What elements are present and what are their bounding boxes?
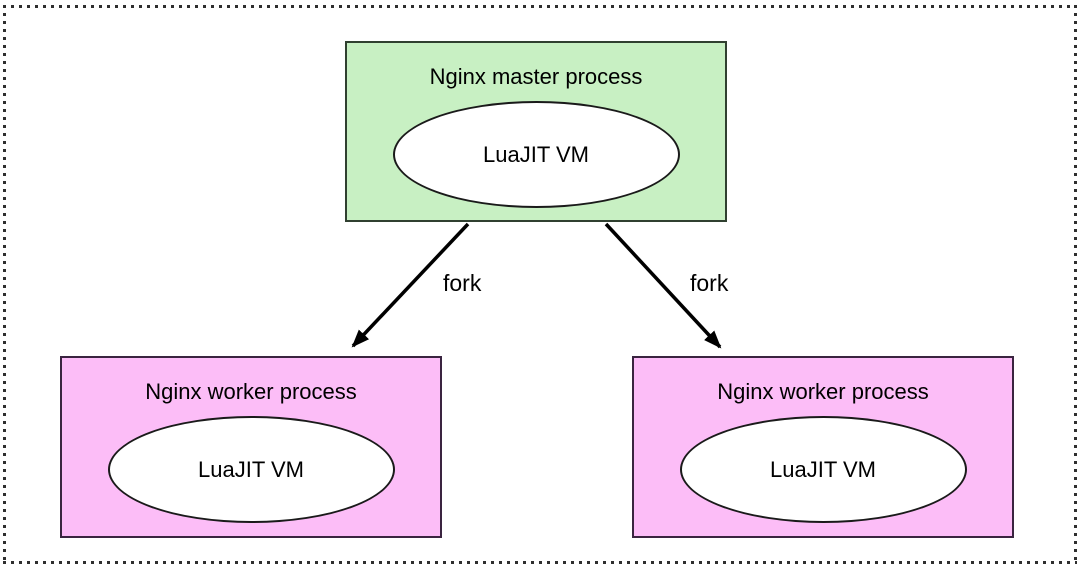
master-process-title: Nginx master process bbox=[429, 64, 643, 89]
master-process-box: Nginx master process LuaJIT VM bbox=[345, 41, 727, 222]
master-luajit-vm-ellipse: LuaJIT VM bbox=[392, 101, 680, 208]
fork-label-left: fork bbox=[443, 270, 482, 296]
worker-right-luajit-vm-ellipse: LuaJIT VM bbox=[679, 416, 967, 523]
worker-right-title: Nginx worker process bbox=[717, 379, 929, 404]
worker-process-box-right: Nginx worker process LuaJIT VM bbox=[632, 356, 1014, 538]
worker-left-luajit-vm-ellipse: LuaJIT VM bbox=[107, 416, 395, 523]
worker-right-luajit-vm-label: LuaJIT VM bbox=[770, 456, 876, 482]
worker-left-luajit-vm-label: LuaJIT VM bbox=[198, 456, 304, 482]
worker-process-box-left: Nginx worker process LuaJIT VM bbox=[60, 356, 442, 538]
fork-label-right: fork bbox=[690, 270, 729, 296]
master-luajit-vm-label: LuaJIT VM bbox=[483, 141, 589, 167]
worker-left-title: Nginx worker process bbox=[145, 379, 357, 404]
